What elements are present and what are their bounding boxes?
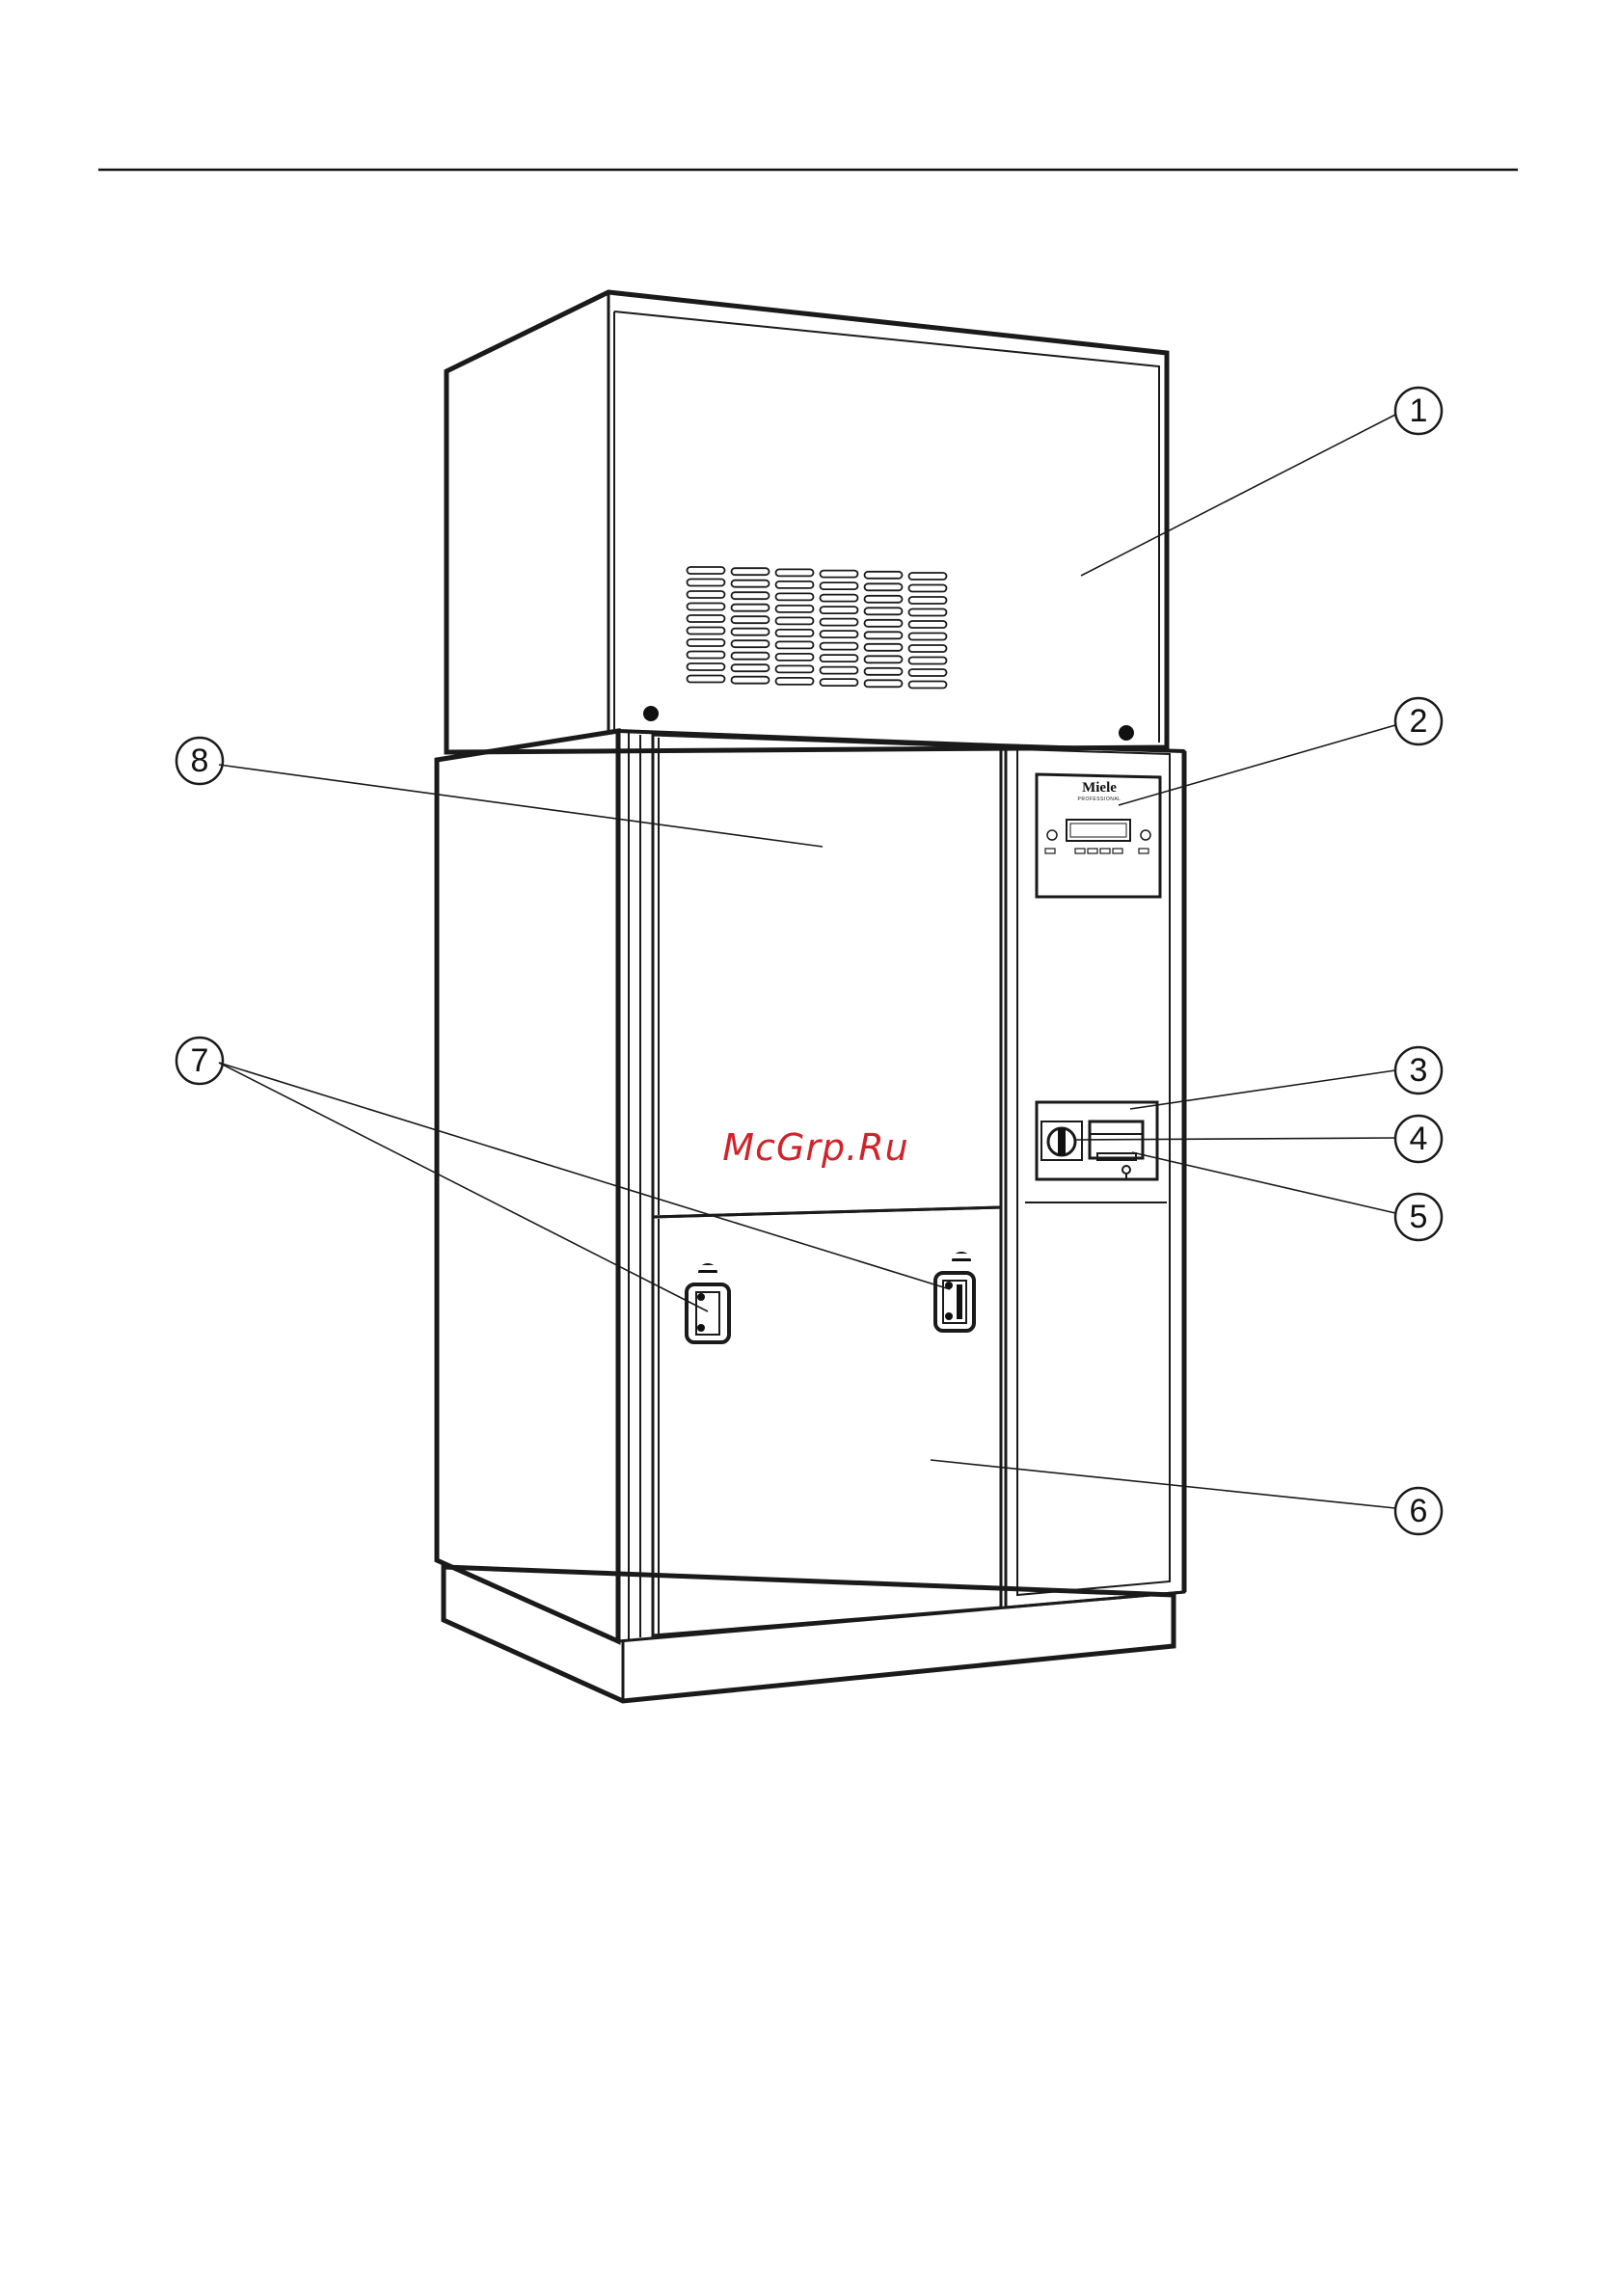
grille-slot [821, 571, 858, 578]
ventilation-grille [688, 567, 947, 689]
grille-slot [688, 591, 725, 598]
display-screen [1067, 820, 1130, 841]
callout-5-label: 5 [1410, 1199, 1428, 1235]
grille-slot [909, 658, 947, 664]
grille-slot [732, 616, 770, 623]
callout-3-label: 3 [1410, 1052, 1428, 1089]
grille-slot [821, 667, 858, 674]
grille-slot [865, 656, 903, 662]
grille-slot [865, 668, 903, 675]
grille-slot [821, 679, 858, 686]
grille-slot [776, 569, 814, 576]
switch-box [1037, 1102, 1157, 1179]
grille-slot [776, 630, 814, 636]
grille-slot [776, 606, 814, 612]
watermark: McGrp.Ru [722, 1126, 908, 1169]
grille-slot [865, 583, 903, 590]
callout-4: 4 [1395, 1116, 1442, 1162]
lower-cabinet [437, 731, 1184, 1701]
door-handle-left[interactable] [687, 1263, 729, 1342]
callout-4-label: 4 [1410, 1121, 1428, 1157]
grille-slot [688, 615, 725, 622]
grille-slot [732, 653, 770, 660]
callout-8-label: 8 [191, 743, 209, 779]
grille-slot [688, 652, 725, 659]
grille-slot [776, 581, 814, 588]
grille-slot [909, 634, 947, 640]
grille-slot [865, 572, 903, 579]
grille-slot [909, 585, 947, 592]
callout-7: 7 [176, 1038, 223, 1084]
callout-1: 1 [1395, 388, 1442, 434]
grille-slot [865, 680, 903, 687]
brand-subtitle: PROFESSIONAL [1078, 797, 1121, 802]
grille-slot [909, 621, 947, 628]
screw-left [643, 706, 659, 721]
grille-slot [821, 631, 858, 637]
grille-slot [909, 669, 947, 676]
grille-slot [821, 643, 858, 650]
program-buttons[interactable] [1045, 849, 1148, 853]
power-button[interactable] [1047, 830, 1057, 840]
grille-slot [909, 597, 947, 604]
grille-slot [865, 596, 903, 603]
grille-slot [821, 619, 858, 626]
callout-7-label: 7 [191, 1042, 209, 1079]
leader-lines [219, 415, 1395, 1508]
grille-slot [732, 605, 770, 611]
grille-slot [909, 645, 947, 652]
callout-6-label: 6 [1410, 1493, 1428, 1529]
grille-slot [776, 617, 814, 624]
grille-slot [776, 593, 814, 600]
callout-5: 5 [1395, 1194, 1442, 1240]
grille-slot [821, 607, 858, 613]
grille-slot [732, 592, 770, 599]
grille-slot [732, 664, 770, 671]
grille-slot [821, 595, 858, 602]
callout-6: 6 [1395, 1488, 1442, 1534]
callout-2-label: 2 [1410, 703, 1428, 740]
brand-logo: Miele [1082, 780, 1117, 796]
grille-slot [776, 654, 814, 661]
screw-right [1119, 725, 1134, 741]
grille-slot [732, 568, 770, 575]
grille-slot [688, 628, 725, 635]
top-unit [446, 292, 1167, 752]
control-panel: Miele PROFESSIONAL [1037, 774, 1160, 897]
grille-slot [776, 665, 814, 672]
door-handle-right[interactable] [935, 1252, 974, 1331]
grille-slot [732, 581, 770, 587]
grille-slot [732, 677, 770, 684]
grille-slot [821, 582, 858, 589]
grille-slot [865, 632, 903, 638]
grille-slot [732, 629, 770, 635]
grille-slot [909, 682, 947, 689]
grille-slot [776, 641, 814, 648]
callout-3: 3 [1395, 1047, 1442, 1094]
grille-slot [776, 678, 814, 685]
grille-slot [821, 655, 858, 662]
grille-slot [688, 676, 725, 683]
grille-slot [688, 580, 725, 586]
grille-slot [865, 608, 903, 614]
grille-slot [688, 604, 725, 610]
start-button[interactable] [1141, 830, 1150, 840]
grille-slot [688, 663, 725, 670]
lock-icon [1122, 1166, 1130, 1178]
grille-slot [688, 567, 725, 574]
lower-door [653, 1207, 1001, 1635]
grille-slot [909, 609, 947, 616]
grille-slot [865, 620, 903, 627]
callout-2: 2 [1395, 698, 1442, 744]
grille-slot [688, 639, 725, 646]
callout-8: 8 [176, 738, 223, 784]
grille-slot [909, 573, 947, 580]
grille-slot [865, 644, 903, 651]
callout-1-label: 1 [1410, 392, 1428, 429]
grille-slot [732, 640, 770, 647]
